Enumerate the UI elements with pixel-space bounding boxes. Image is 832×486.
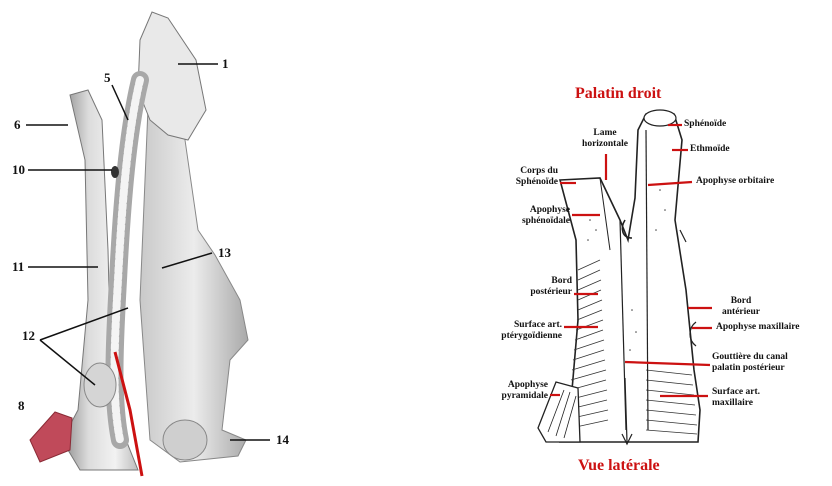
label-surface-pterygoidienne: Surface art. ptérygoïdienne	[501, 320, 562, 341]
diagram-subtitle: Vue latérale	[578, 457, 660, 474]
label-12: 12	[22, 328, 35, 343]
label-14: 14	[276, 432, 289, 447]
leader-5	[111, 84, 129, 121]
label-1: 1	[222, 56, 229, 71]
label-8: 8	[18, 398, 25, 413]
label-apophyse-sphenoidale: Apophyse sphénoïdale	[521, 205, 570, 226]
label-5: 5	[104, 70, 111, 85]
label-lame-horizontale: Lame horizontale	[582, 128, 628, 149]
label-6: 6	[14, 117, 21, 132]
label-11: 11	[12, 259, 25, 274]
label-sphenoide: Sphénoïde	[684, 119, 727, 129]
label-13: 13	[218, 245, 231, 260]
diagram-title: Palatin droit	[575, 85, 662, 102]
label-apophyse-orbitaire: Apophyse orbitaire	[696, 176, 775, 186]
leader-12b	[39, 339, 96, 386]
right-labeled-diagram: Palatin droit Vue latérale Sphénoïde Eth…	[460, 70, 832, 486]
leader-12a	[39, 307, 129, 341]
label-bord-anterieur: Bord antérieur	[722, 296, 760, 317]
label-surface-maxillaire: Surface art. maxillaire	[712, 387, 761, 408]
palatine-line-drawing	[537, 109, 712, 446]
label-bord-posterieur: Bord postérieur	[530, 276, 572, 297]
leader-apophyse-orbitaire	[647, 180, 693, 187]
palatine-bone-photo-drawing	[26, 11, 270, 477]
leader-13	[161, 252, 213, 269]
label-ethmoide: Ethmoïde	[690, 144, 730, 154]
label-corps-sphenoide: Corps du Sphénoïde	[515, 166, 558, 187]
label-apophyse-pyramidale: Apophyse pyramidale	[501, 380, 548, 401]
left-bone-photo-figure: 1 5 6 10 11 13 12 8 14	[0, 0, 330, 486]
label-10: 10	[12, 162, 25, 177]
label-apophyse-maxillaire: Apophyse maxillaire	[716, 322, 800, 332]
label-gouttiere: Gouttière du canal palatin postérieur	[712, 352, 788, 373]
leader-gouttiere	[624, 360, 711, 367]
